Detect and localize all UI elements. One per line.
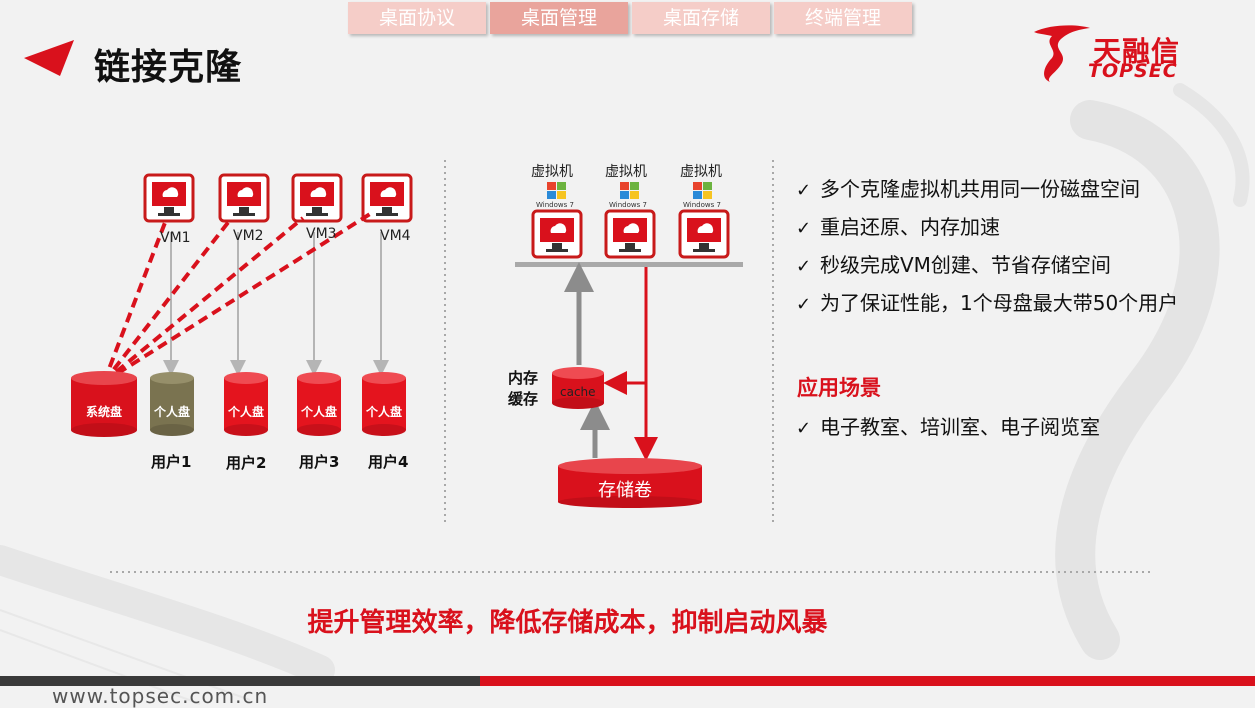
system-disk-label: 系统盘 xyxy=(85,405,122,419)
footer-url[interactable]: www.topsec.com.cn xyxy=(52,684,269,708)
cache-cylinder xyxy=(552,367,604,409)
windows7-logo-2-icon xyxy=(620,182,639,199)
page-title: 链接克隆 xyxy=(94,47,243,88)
personal-disk-1-cylinder xyxy=(150,372,194,436)
vm2-label: VM2 xyxy=(233,228,264,244)
user-3-label: 用户3 xyxy=(299,453,340,471)
buffer-label: 缓存 xyxy=(508,390,539,408)
cache-architecture-diagram xyxy=(515,182,743,508)
tab-terminal-management[interactable]: 终端管理 xyxy=(774,2,912,34)
vm-monitor-3-icon xyxy=(678,209,730,259)
topsec-logo-icon xyxy=(1034,25,1090,83)
os-label-3: Windows 7 xyxy=(683,201,721,209)
personal-disk-3-cylinder xyxy=(297,372,341,436)
user-2-label: 用户2 xyxy=(226,454,267,472)
vm-monitor-1-icon xyxy=(531,209,583,259)
vm-label-2: 虚拟机 xyxy=(605,164,647,180)
tab-desktop-management[interactable]: 桌面管理 xyxy=(490,2,628,34)
os-label-2: Windows 7 xyxy=(609,201,647,209)
vm-label-1: 虚拟机 xyxy=(531,164,573,180)
vm-monitor-2-icon xyxy=(604,209,656,259)
personal-disk-4-label: 个人盘 xyxy=(365,405,402,419)
feature-item: ✓为了保证性能，1个母盘最大带50个用户 xyxy=(796,284,1178,322)
user-1-label: 用户1 xyxy=(151,453,192,471)
check-icon: ✓ xyxy=(796,418,812,439)
vm1-monitor-icon xyxy=(143,173,195,223)
personal-disk-2-label: 个人盘 xyxy=(227,405,264,419)
storage-volume-label: 存储卷 xyxy=(598,480,652,501)
os-label-1: Windows 7 xyxy=(536,201,574,209)
vm1-label: VM1 xyxy=(160,230,191,246)
scenario-item: ✓电子教室、培训室、电子阅览室 xyxy=(796,408,1100,446)
feature-item: ✓重启还原、内存加速 xyxy=(796,208,1178,246)
scenario-title: 应用场景 xyxy=(797,376,881,400)
vm3-monitor-icon xyxy=(291,173,343,223)
personal-disk-1-label: 个人盘 xyxy=(153,405,190,419)
feature-item: ✓秒级完成VM创建、节省存储空间 xyxy=(796,246,1178,284)
memory-label: 内存 xyxy=(508,369,539,387)
brand-name-cn: 天融信 xyxy=(1093,35,1181,68)
brand-name-en: TOPSEC xyxy=(1088,60,1178,82)
check-icon: ✓ xyxy=(796,256,812,277)
vm2-monitor-icon xyxy=(218,173,270,223)
title-arrow-icon xyxy=(24,40,74,76)
vm3-label: VM3 xyxy=(306,226,337,242)
tab-desktop-storage[interactable]: 桌面存储 xyxy=(632,2,770,34)
scenario-list: ✓电子教室、培训室、电子阅览室 xyxy=(796,408,1100,446)
feature-list: ✓多个克隆虚拟机共用同一份磁盘空间 ✓重启还原、内存加速 ✓秒级完成VM创建、节… xyxy=(796,170,1178,322)
vm4-label: VM4 xyxy=(380,228,411,244)
check-icon: ✓ xyxy=(796,294,812,315)
check-icon: ✓ xyxy=(796,180,812,201)
feature-item: ✓多个克隆虚拟机共用同一份磁盘空间 xyxy=(796,170,1178,208)
vm4-monitor-icon xyxy=(361,173,413,223)
footer-bar-red xyxy=(480,676,1255,686)
system-disk-cylinder xyxy=(71,371,137,437)
windows7-logo-1-icon xyxy=(547,182,566,199)
user-4-label: 用户4 xyxy=(368,453,409,471)
personal-disk-2-cylinder xyxy=(224,372,268,436)
linked-clone-diagram xyxy=(71,173,413,437)
slogan: 提升管理效率，降低存储成本，抑制启动风暴 xyxy=(307,608,828,638)
cache-label: cache xyxy=(560,385,596,399)
footer-bar-dark xyxy=(0,676,480,686)
windows7-logo-3-icon xyxy=(693,182,712,199)
personal-disk-4-cylinder xyxy=(362,372,406,436)
personal-disk-3-label: 个人盘 xyxy=(300,405,337,419)
check-icon: ✓ xyxy=(796,218,812,239)
storage-volume-cylinder xyxy=(558,458,702,508)
tab-desktop-protocol[interactable]: 桌面协议 xyxy=(348,2,486,34)
top-nav-tabs: 桌面协议 桌面管理 桌面存储 终端管理 xyxy=(348,2,912,34)
vm-label-3: 虚拟机 xyxy=(680,164,722,180)
